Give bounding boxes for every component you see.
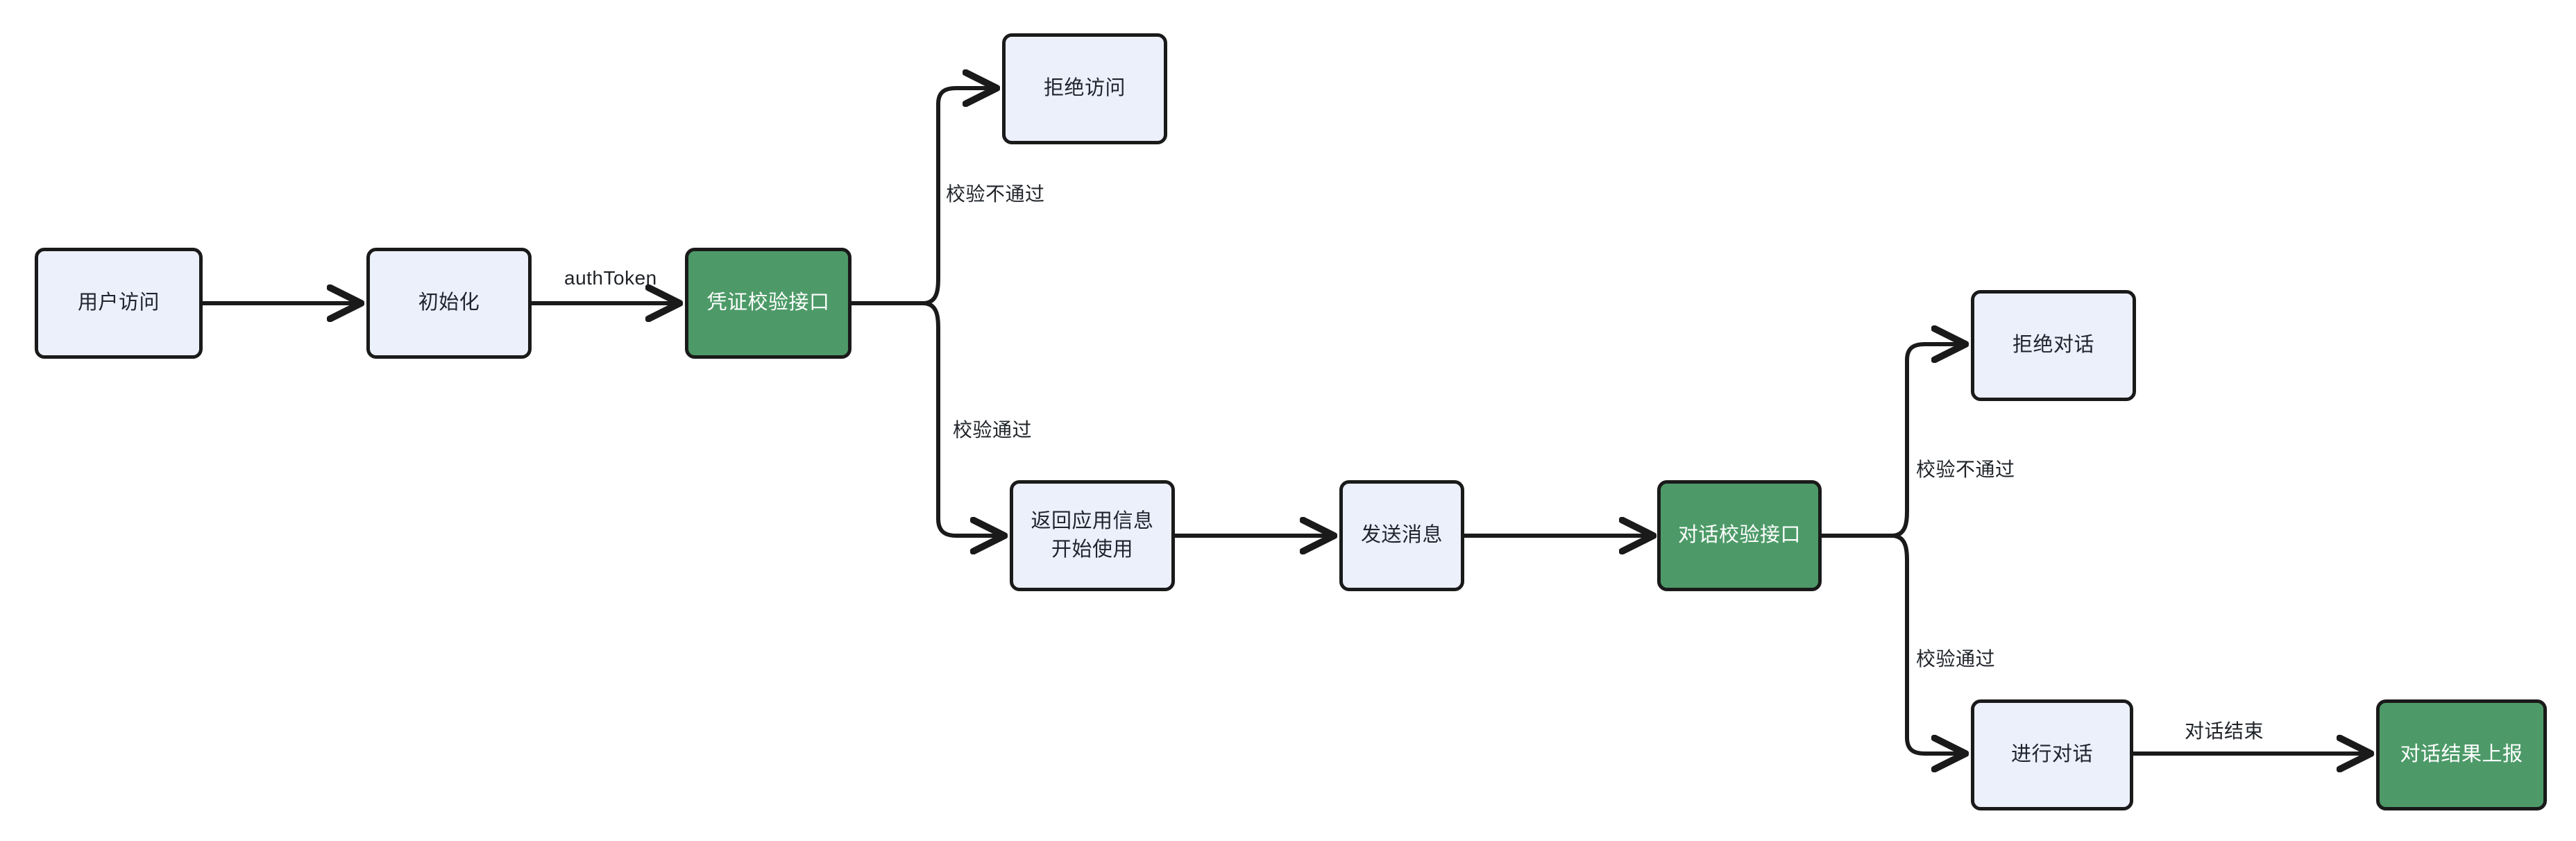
node-do-chat-label: 进行对话: [2010, 743, 2093, 766]
edge-label-auth-token: authToken: [564, 267, 657, 289]
node-send-message-label: 发送消息: [1360, 524, 1443, 547]
edge-label-chat-end: 对话结束: [2185, 720, 2264, 742]
edge-label-auth-fail: 校验不通过: [946, 183, 1045, 205]
node-init-label: 初始化: [418, 291, 480, 314]
node-return-app-info[interactable]: 返回应用信息 开始使用: [1010, 480, 1175, 591]
node-user-access[interactable]: 用户访问: [35, 248, 203, 359]
edge-label-chat-pass: 校验通过: [1916, 648, 1996, 670]
node-deny-chat-label: 拒绝对话: [2012, 334, 2094, 357]
node-deny-access-label: 拒绝访问: [1043, 77, 1126, 100]
edge-chat-fail-to-deny-chat: [1890, 344, 1963, 538]
edge-label-auth-pass: 校验通过: [953, 419, 1033, 441]
node-send-message[interactable]: 发送消息: [1339, 480, 1464, 591]
node-user-access-label: 用户访问: [77, 291, 160, 314]
node-auth-api-label: 凭证校验接口: [706, 291, 830, 314]
node-report-result[interactable]: 对话结果上报: [2376, 699, 2547, 810]
node-chat-api[interactable]: 对话校验接口: [1657, 480, 1822, 591]
node-return-app-info-label: 返回应用信息 开始使用: [1031, 509, 1154, 561]
node-auth-api[interactable]: 凭证校验接口: [685, 248, 851, 359]
node-deny-access[interactable]: 拒绝访问: [1002, 33, 1167, 144]
node-report-result-label: 对话结果上报: [2400, 743, 2523, 766]
node-do-chat[interactable]: 进行对话: [1971, 699, 2133, 810]
node-chat-api-label: 对话校验接口: [1677, 524, 1801, 547]
node-deny-chat[interactable]: 拒绝对话: [1971, 290, 2136, 401]
edge-label-chat-fail: 校验不通过: [1916, 459, 2015, 480]
node-init[interactable]: 初始化: [366, 248, 532, 359]
